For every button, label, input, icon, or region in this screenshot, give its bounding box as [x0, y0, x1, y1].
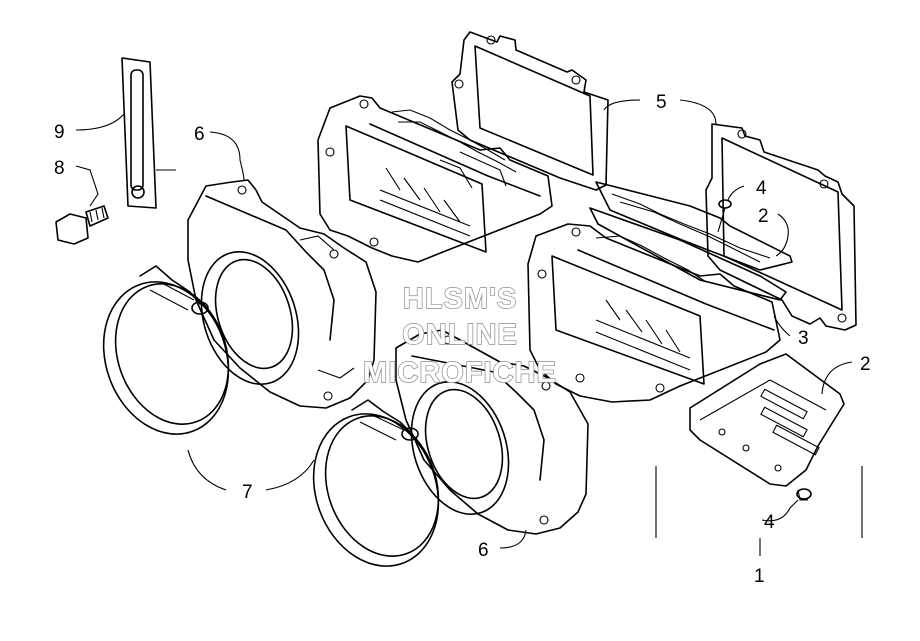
hose-clamp-part-7-upper: [102, 265, 230, 435]
reed-petal-part-2-upper: [589, 181, 793, 301]
reed-cage-lower: [527, 223, 781, 403]
callout-9: 9: [54, 122, 65, 143]
watermark: HLSM'S ONLINE MICROFICHE: [362, 282, 557, 389]
callout-6-upper: 6: [194, 124, 205, 145]
bracket-part-9: [121, 57, 157, 209]
callout-3: 3: [798, 328, 809, 349]
bolt-part-8: [55, 205, 109, 245]
callout-8: 8: [54, 158, 65, 179]
callout-7: 7: [242, 482, 253, 503]
callout-2-lower: 2: [860, 354, 871, 375]
screw-part-4-lower: [796, 488, 812, 501]
screw-part-4-upper: [717, 199, 732, 233]
callout-2-upper: 2: [758, 206, 769, 227]
watermark-line-1: HLSM'S: [403, 283, 517, 315]
hose-clamp-part-7-lower: [312, 399, 440, 567]
leader-lines: [75, 99, 863, 556]
reed-stopper-plate-part-2: [689, 353, 845, 487]
gasket-part-5: [451, 31, 857, 331]
callout-4-upper: 4: [756, 178, 767, 199]
callout-labels: 9 8 6 5 4 2 3 2 4 7 6 1: [54, 92, 871, 587]
watermark-line-2: ONLINE: [402, 319, 518, 351]
callout-6-lower: 6: [478, 540, 489, 561]
watermark-line-3: MICROFICHE: [363, 357, 557, 389]
callout-5: 5: [656, 92, 667, 113]
callout-4-lower: 4: [764, 512, 775, 533]
intake-boot-part-6-upper: [187, 179, 377, 409]
reed-cage-upper: [317, 95, 553, 263]
callout-1: 1: [754, 566, 765, 587]
intake-boot-part-6-lower: [395, 329, 589, 535]
